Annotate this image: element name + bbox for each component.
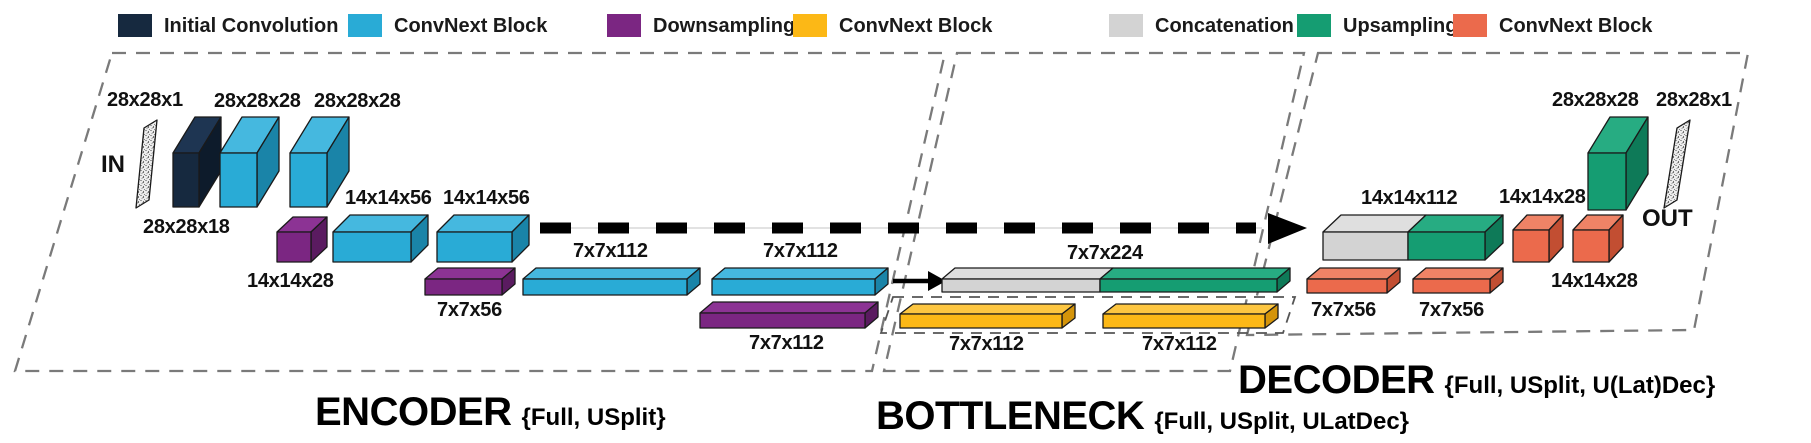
legend-swatch xyxy=(348,14,382,37)
bottleneck-region-outline xyxy=(882,51,1306,373)
block-bott-conv2 xyxy=(1102,303,1279,329)
legend-label: Upsampling xyxy=(1343,14,1458,37)
block-out-image xyxy=(1663,119,1691,209)
legend-swatch xyxy=(793,14,827,37)
block-in-image xyxy=(135,119,158,209)
block-enc-down2 xyxy=(424,267,516,296)
dim-label-dec-conv4: 14x14x28 xyxy=(1551,270,1638,292)
legend-swatch xyxy=(1297,14,1331,37)
legend-label: Downsampling xyxy=(653,14,796,37)
legend-label: ConvNext Block xyxy=(1499,14,1653,37)
dim-label-enc-conv5: 7x7x112 xyxy=(573,240,648,262)
encoder-section-label: ENCODER {Full, USplit} xyxy=(315,392,666,432)
decoder-section-label: DECODER {Full, USplit, U(Lat)Dec} xyxy=(1238,360,1715,400)
block-bott-conv1 xyxy=(899,303,1076,329)
output-label: OUT xyxy=(1642,205,1693,232)
dim-label-dec-conv3: 14x14x28 xyxy=(1499,186,1586,208)
legend-label: Concatenation xyxy=(1155,14,1294,37)
dim-label-enc-down2: 7x7x56 xyxy=(437,299,502,321)
encoder-variants: {Full, USplit} xyxy=(521,404,666,431)
dim-label-enc-conv4: 14x14x56 xyxy=(443,187,530,209)
legend-item: ConvNext Block xyxy=(1453,14,1652,37)
input-label: IN xyxy=(101,151,125,178)
legend-swatch xyxy=(607,14,641,37)
block-enc-init-conv xyxy=(172,116,222,208)
legend-item: Downsampling xyxy=(607,14,795,37)
block-dec-conv2 xyxy=(1412,267,1504,294)
legend-label: ConvNext Block xyxy=(394,14,548,37)
encoder-region-outline xyxy=(13,51,947,373)
dim-label-enc-conv3: 14x14x56 xyxy=(345,187,432,209)
block-enc-down3 xyxy=(699,301,879,329)
skip-connection-arrow xyxy=(540,213,1307,244)
dim-label-enc-down1: 14x14x28 xyxy=(247,270,334,292)
dim-label-dec-concat-upsample: 14x14x112 xyxy=(1361,187,1458,209)
legend-item: ConvNext Block xyxy=(348,14,547,37)
block-enc-down1 xyxy=(276,216,328,263)
dim-label-bott-conv2: 7x7x112 xyxy=(1142,333,1217,355)
legend-swatch xyxy=(1453,14,1487,37)
block-enc-conv6 xyxy=(711,267,889,296)
legend-label: ConvNext Block xyxy=(839,14,993,37)
block-enc-conv3 xyxy=(332,214,429,263)
dim-label-enc-conv1: 28x28x28 xyxy=(214,90,301,112)
dim-label-enc-conv6: 7x7x112 xyxy=(763,240,838,262)
block-enc-conv4 xyxy=(436,214,530,263)
dim-label-in-image: 28x28x1 xyxy=(107,89,183,111)
encoder-title: ENCODER xyxy=(315,390,512,434)
bottleneck-title: BOTTLENECK xyxy=(876,394,1145,438)
legend-swatch xyxy=(118,14,152,37)
block-dec-upsample xyxy=(1587,116,1649,211)
decoder-title: DECODER xyxy=(1238,358,1435,402)
block-enc-conv2 xyxy=(289,116,350,208)
block-bott-concat-upsample xyxy=(941,267,1291,293)
dim-label-out-image: 28x28x1 xyxy=(1656,89,1732,111)
block-dec-conv4 xyxy=(1572,214,1624,263)
block-enc-conv1 xyxy=(219,116,280,208)
block-dec-conv1 xyxy=(1306,267,1401,294)
legend-swatch xyxy=(1109,14,1143,37)
dim-label-dec-conv1: 7x7x56 xyxy=(1311,299,1376,321)
bottleneck-variants: {Full, USplit, ULatDec} xyxy=(1154,408,1410,435)
dim-label-bott-conv1: 7x7x112 xyxy=(949,333,1024,355)
dim-label-enc-conv2: 28x28x28 xyxy=(314,90,401,112)
legend-item: ConvNext Block xyxy=(793,14,992,37)
dim-label-bott-concat-upsample: 7x7x224 xyxy=(1067,242,1143,264)
legend-item: Upsampling xyxy=(1297,14,1457,37)
block-dec-concat-upsample xyxy=(1322,214,1504,261)
dim-label-dec-upsample: 28x28x28 xyxy=(1552,89,1639,111)
encoder-to-bottleneck-arrow xyxy=(893,271,946,291)
legend-item: Concatenation xyxy=(1109,14,1294,37)
legend-item: Initial Convolution xyxy=(118,14,338,37)
block-dec-conv3 xyxy=(1512,214,1564,263)
dim-label-enc-down3: 7x7x112 xyxy=(749,332,824,354)
decoder-variants: {Full, USplit, U(Lat)Dec} xyxy=(1444,372,1716,399)
bottleneck-inner-outline xyxy=(879,296,1297,334)
dim-label-enc-init-conv: 28x28x18 xyxy=(143,216,230,238)
legend-label: Initial Convolution xyxy=(164,14,339,37)
bottleneck-section-label: BOTTLENECK {Full, USplit, ULatDec} xyxy=(876,396,1409,436)
dim-label-dec-conv2: 7x7x56 xyxy=(1419,299,1484,321)
blocks-layer xyxy=(135,116,1691,329)
block-enc-conv5 xyxy=(522,267,701,296)
